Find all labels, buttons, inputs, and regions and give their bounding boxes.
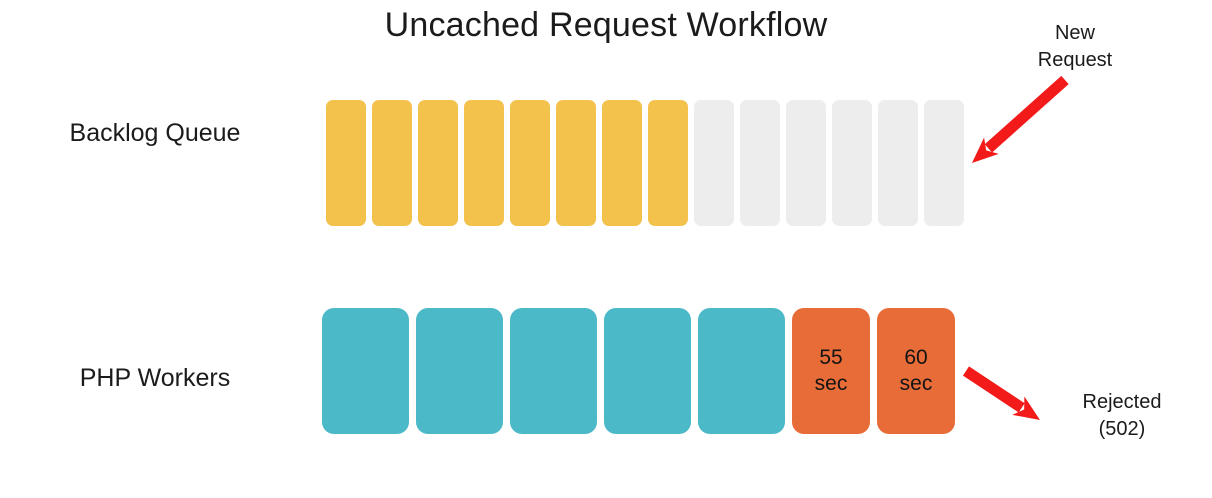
queue-slot-filled	[648, 100, 688, 226]
new-request-line-2: Request	[1037, 49, 1113, 71]
rejected-line-2: (502)	[1098, 418, 1146, 440]
rejected-line-1: Rejected	[1082, 391, 1162, 413]
queue-slot-empty	[832, 100, 872, 226]
new-request-arrow-shaft	[984, 75, 1069, 153]
queue-slot-filled	[418, 100, 458, 226]
worker-slot-busy	[416, 308, 503, 434]
worker-time-unit: sec	[899, 372, 933, 395]
queue-slot-empty	[924, 100, 964, 226]
queue-slot-empty	[740, 100, 780, 226]
new-request-arrow	[972, 75, 1069, 163]
worker-time-value: 55	[819, 346, 843, 370]
worker-slot-busy	[698, 308, 785, 434]
new-request-arrow-head	[972, 137, 999, 163]
queue-slot-filled	[556, 100, 596, 226]
worker-slot-busy	[510, 308, 597, 434]
worker-time-value: 60	[904, 346, 928, 370]
worker-time-unit: sec	[814, 372, 848, 395]
page-title: Uncached Request Workflow	[384, 6, 828, 44]
rejected-arrow	[962, 366, 1040, 420]
queue-slot-filled	[326, 100, 366, 226]
queue-slot-filled	[510, 100, 550, 226]
rejected-annotation: Rejected (502)	[1040, 389, 1204, 443]
queue-slot-filled	[464, 100, 504, 226]
php-workers-label: PHP Workers	[79, 364, 231, 392]
worker-slot-busy	[322, 308, 409, 434]
backlog-queue-row	[326, 100, 964, 226]
queue-slot-empty	[786, 100, 826, 226]
backlog-queue-label: Backlog Queue	[69, 119, 241, 147]
queue-slot-filled	[372, 100, 412, 226]
rejected-arrow-head	[1012, 396, 1040, 420]
queue-slot-empty	[694, 100, 734, 226]
queue-slot-filled	[602, 100, 642, 226]
rejected-arrow-shaft	[962, 366, 1025, 413]
worker-slot-busy	[604, 308, 691, 434]
queue-slot-empty	[878, 100, 918, 226]
new-request-line-1: New	[1054, 22, 1095, 44]
new-request-annotation: New Request	[995, 20, 1155, 74]
